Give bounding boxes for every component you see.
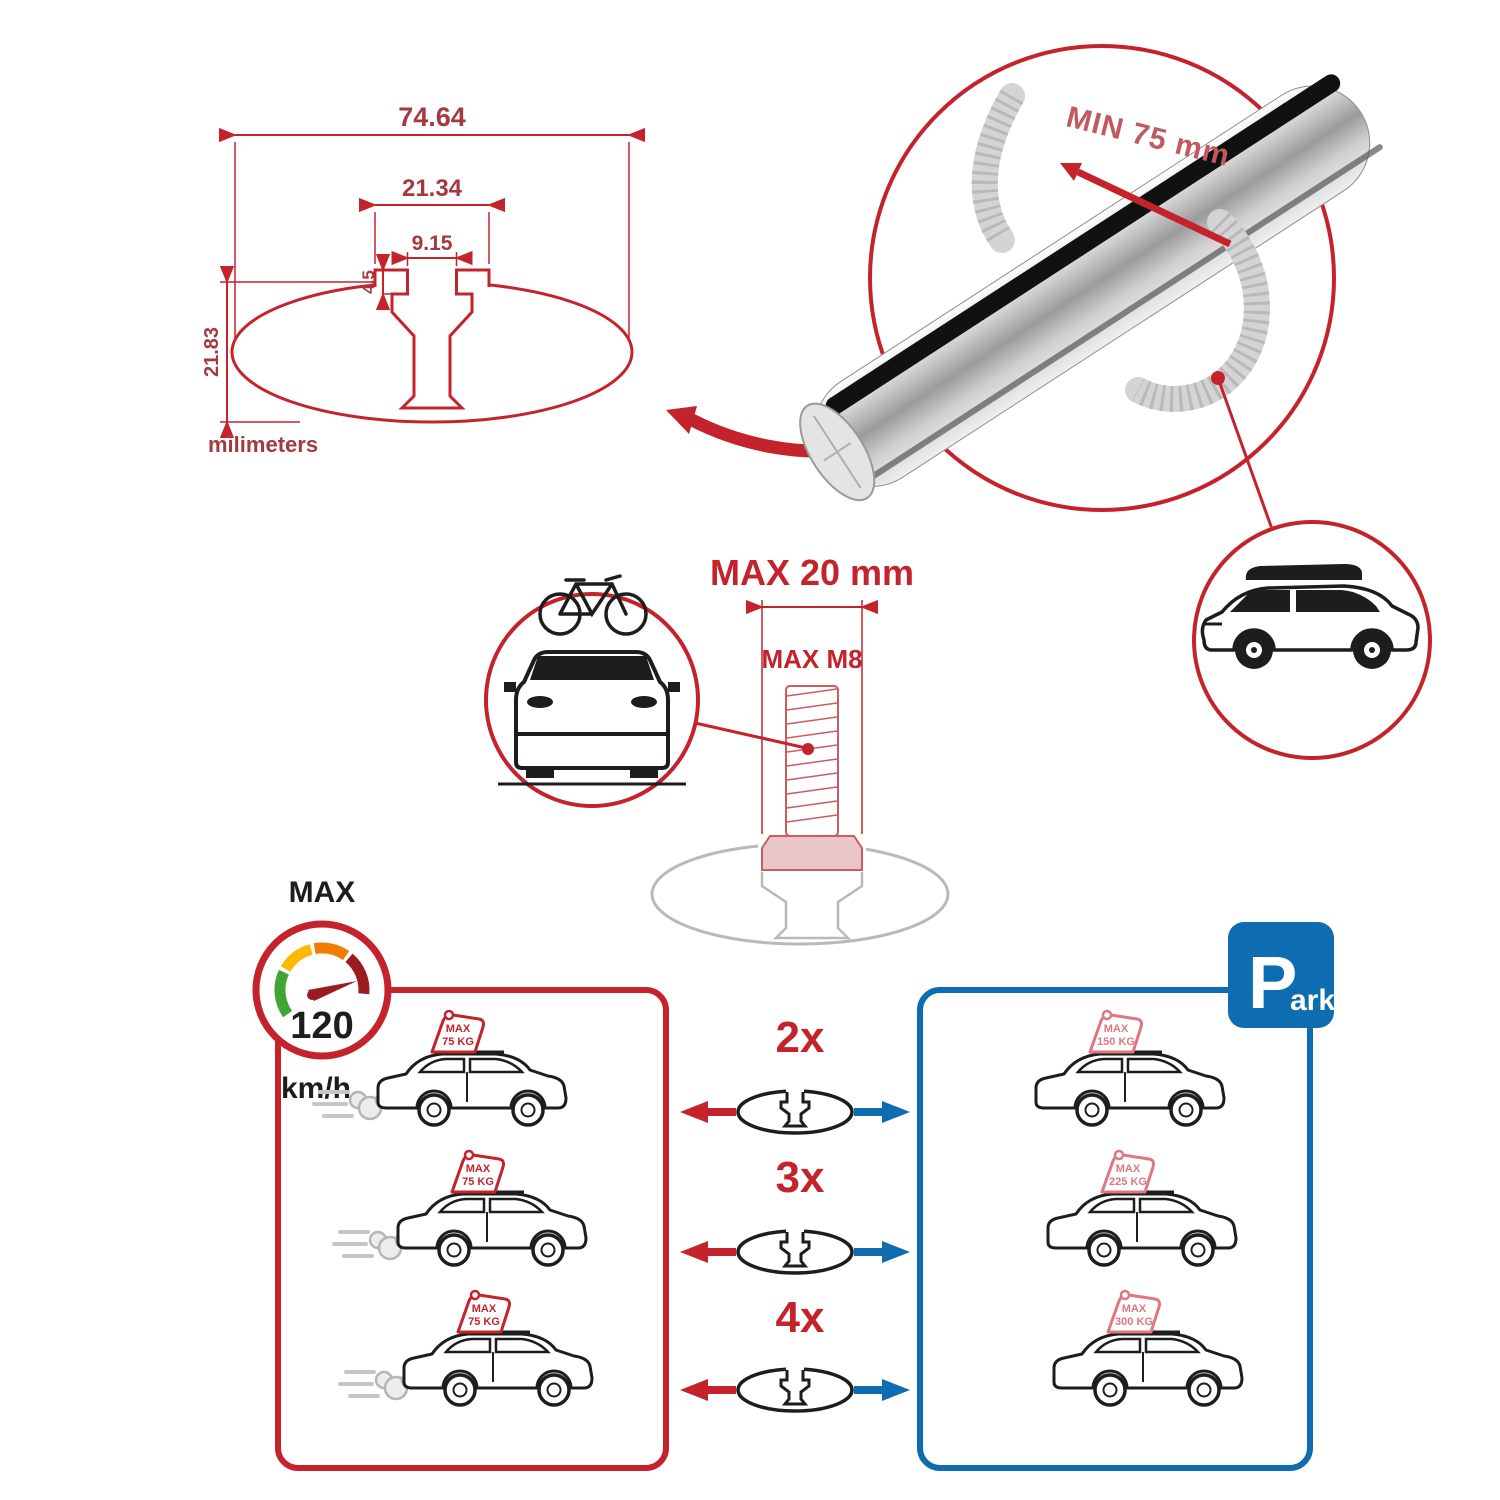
load-row-2: MAX 75 KG 3x MAX 225 KG xyxy=(332,1149,1238,1275)
roof-sign-load: 225 KG xyxy=(1109,1176,1147,1188)
roof-sign-load: 75 KG xyxy=(462,1176,494,1188)
profile-t-slot xyxy=(373,268,491,410)
roof-sign-max: MAX xyxy=(466,1163,491,1175)
car-front-view xyxy=(498,650,686,786)
t-bolt xyxy=(761,685,863,871)
right-arrow xyxy=(882,1241,910,1263)
gray-profile-channel xyxy=(760,872,864,940)
park-letter: P xyxy=(1248,941,1297,1024)
vehicle-roofbox-circle xyxy=(1192,520,1432,760)
roof-sign-max: MAX xyxy=(1104,1023,1129,1035)
roof-sign-max: MAX xyxy=(1122,1303,1147,1315)
load-row-3: MAX 75 KG 4x MAX 300 KG xyxy=(338,1289,1244,1413)
roof-sign-load: 150 KG xyxy=(1097,1036,1135,1048)
load-row-1: MAX 75 KG 2x MAX 150 KG xyxy=(312,1009,1226,1135)
right-arrow xyxy=(882,1101,910,1123)
aluminum-crossbar xyxy=(799,74,1383,502)
speed-limit-gauge: MAX 120 km/h xyxy=(252,876,392,1105)
roof-box xyxy=(1245,564,1362,580)
roof-sign-load: 300 KG xyxy=(1115,1316,1153,1328)
gauge-arc xyxy=(274,942,370,1018)
multiplier-label: 4x xyxy=(776,1293,825,1342)
min-span-arrow xyxy=(1076,168,1232,248)
bolt-head xyxy=(761,835,863,871)
speed-value: 120 xyxy=(290,1005,353,1047)
dim-block-width: 21.34 xyxy=(402,175,463,202)
bicycle-on-roof xyxy=(538,574,648,636)
crossbar-photo-circle: MIN 75 mm xyxy=(799,44,1383,530)
callout-dot xyxy=(802,743,814,755)
gauge-needle xyxy=(308,981,357,1001)
left-arrow xyxy=(680,1241,708,1263)
crossbar-profile-drawing: 74.64 21.34 9.15 4.5 21.83 milimeters xyxy=(201,102,646,457)
speed-unit: km/h xyxy=(281,1072,351,1105)
speed-max-label: MAX xyxy=(289,876,356,909)
multiplier-label: 2x xyxy=(776,1013,825,1062)
bike-car-circle xyxy=(484,574,700,808)
crossbar-count-icon xyxy=(736,1226,854,1275)
park-sign: P ark xyxy=(1228,922,1335,1028)
dim-slot-width: 9.15 xyxy=(412,232,453,255)
rubber-strip xyxy=(825,74,1341,415)
units-label: milimeters xyxy=(208,432,318,457)
dim-total-height: 21.83 xyxy=(201,327,223,377)
roof-sign-max: MAX xyxy=(446,1023,471,1035)
bolt-thread-label: MAX M8 xyxy=(761,644,862,674)
multiplier-label: 3x xyxy=(776,1153,825,1202)
right-arrow xyxy=(882,1379,910,1401)
suv-with-roofbox xyxy=(1200,564,1420,669)
left-arrow xyxy=(680,1101,708,1123)
roof-sign-load: 75 KG xyxy=(468,1316,500,1328)
roof-sign-max: MAX xyxy=(472,1303,497,1315)
roof-sign-load: 75 KG xyxy=(442,1036,474,1048)
profile-ellipse xyxy=(230,280,634,424)
left-arrow xyxy=(680,1379,708,1401)
park-rest: ark xyxy=(1290,984,1335,1017)
bolt-dimension-diagram: MAX 20 mm MAX M8 xyxy=(650,552,950,946)
bolt-title: MAX 20 mm xyxy=(710,552,914,593)
crossbar-count-icon xyxy=(736,1086,854,1135)
dim-total-width: 74.64 xyxy=(398,102,466,132)
roof-sign-max: MAX xyxy=(1116,1163,1141,1175)
crossbar-count-icon xyxy=(736,1364,854,1413)
